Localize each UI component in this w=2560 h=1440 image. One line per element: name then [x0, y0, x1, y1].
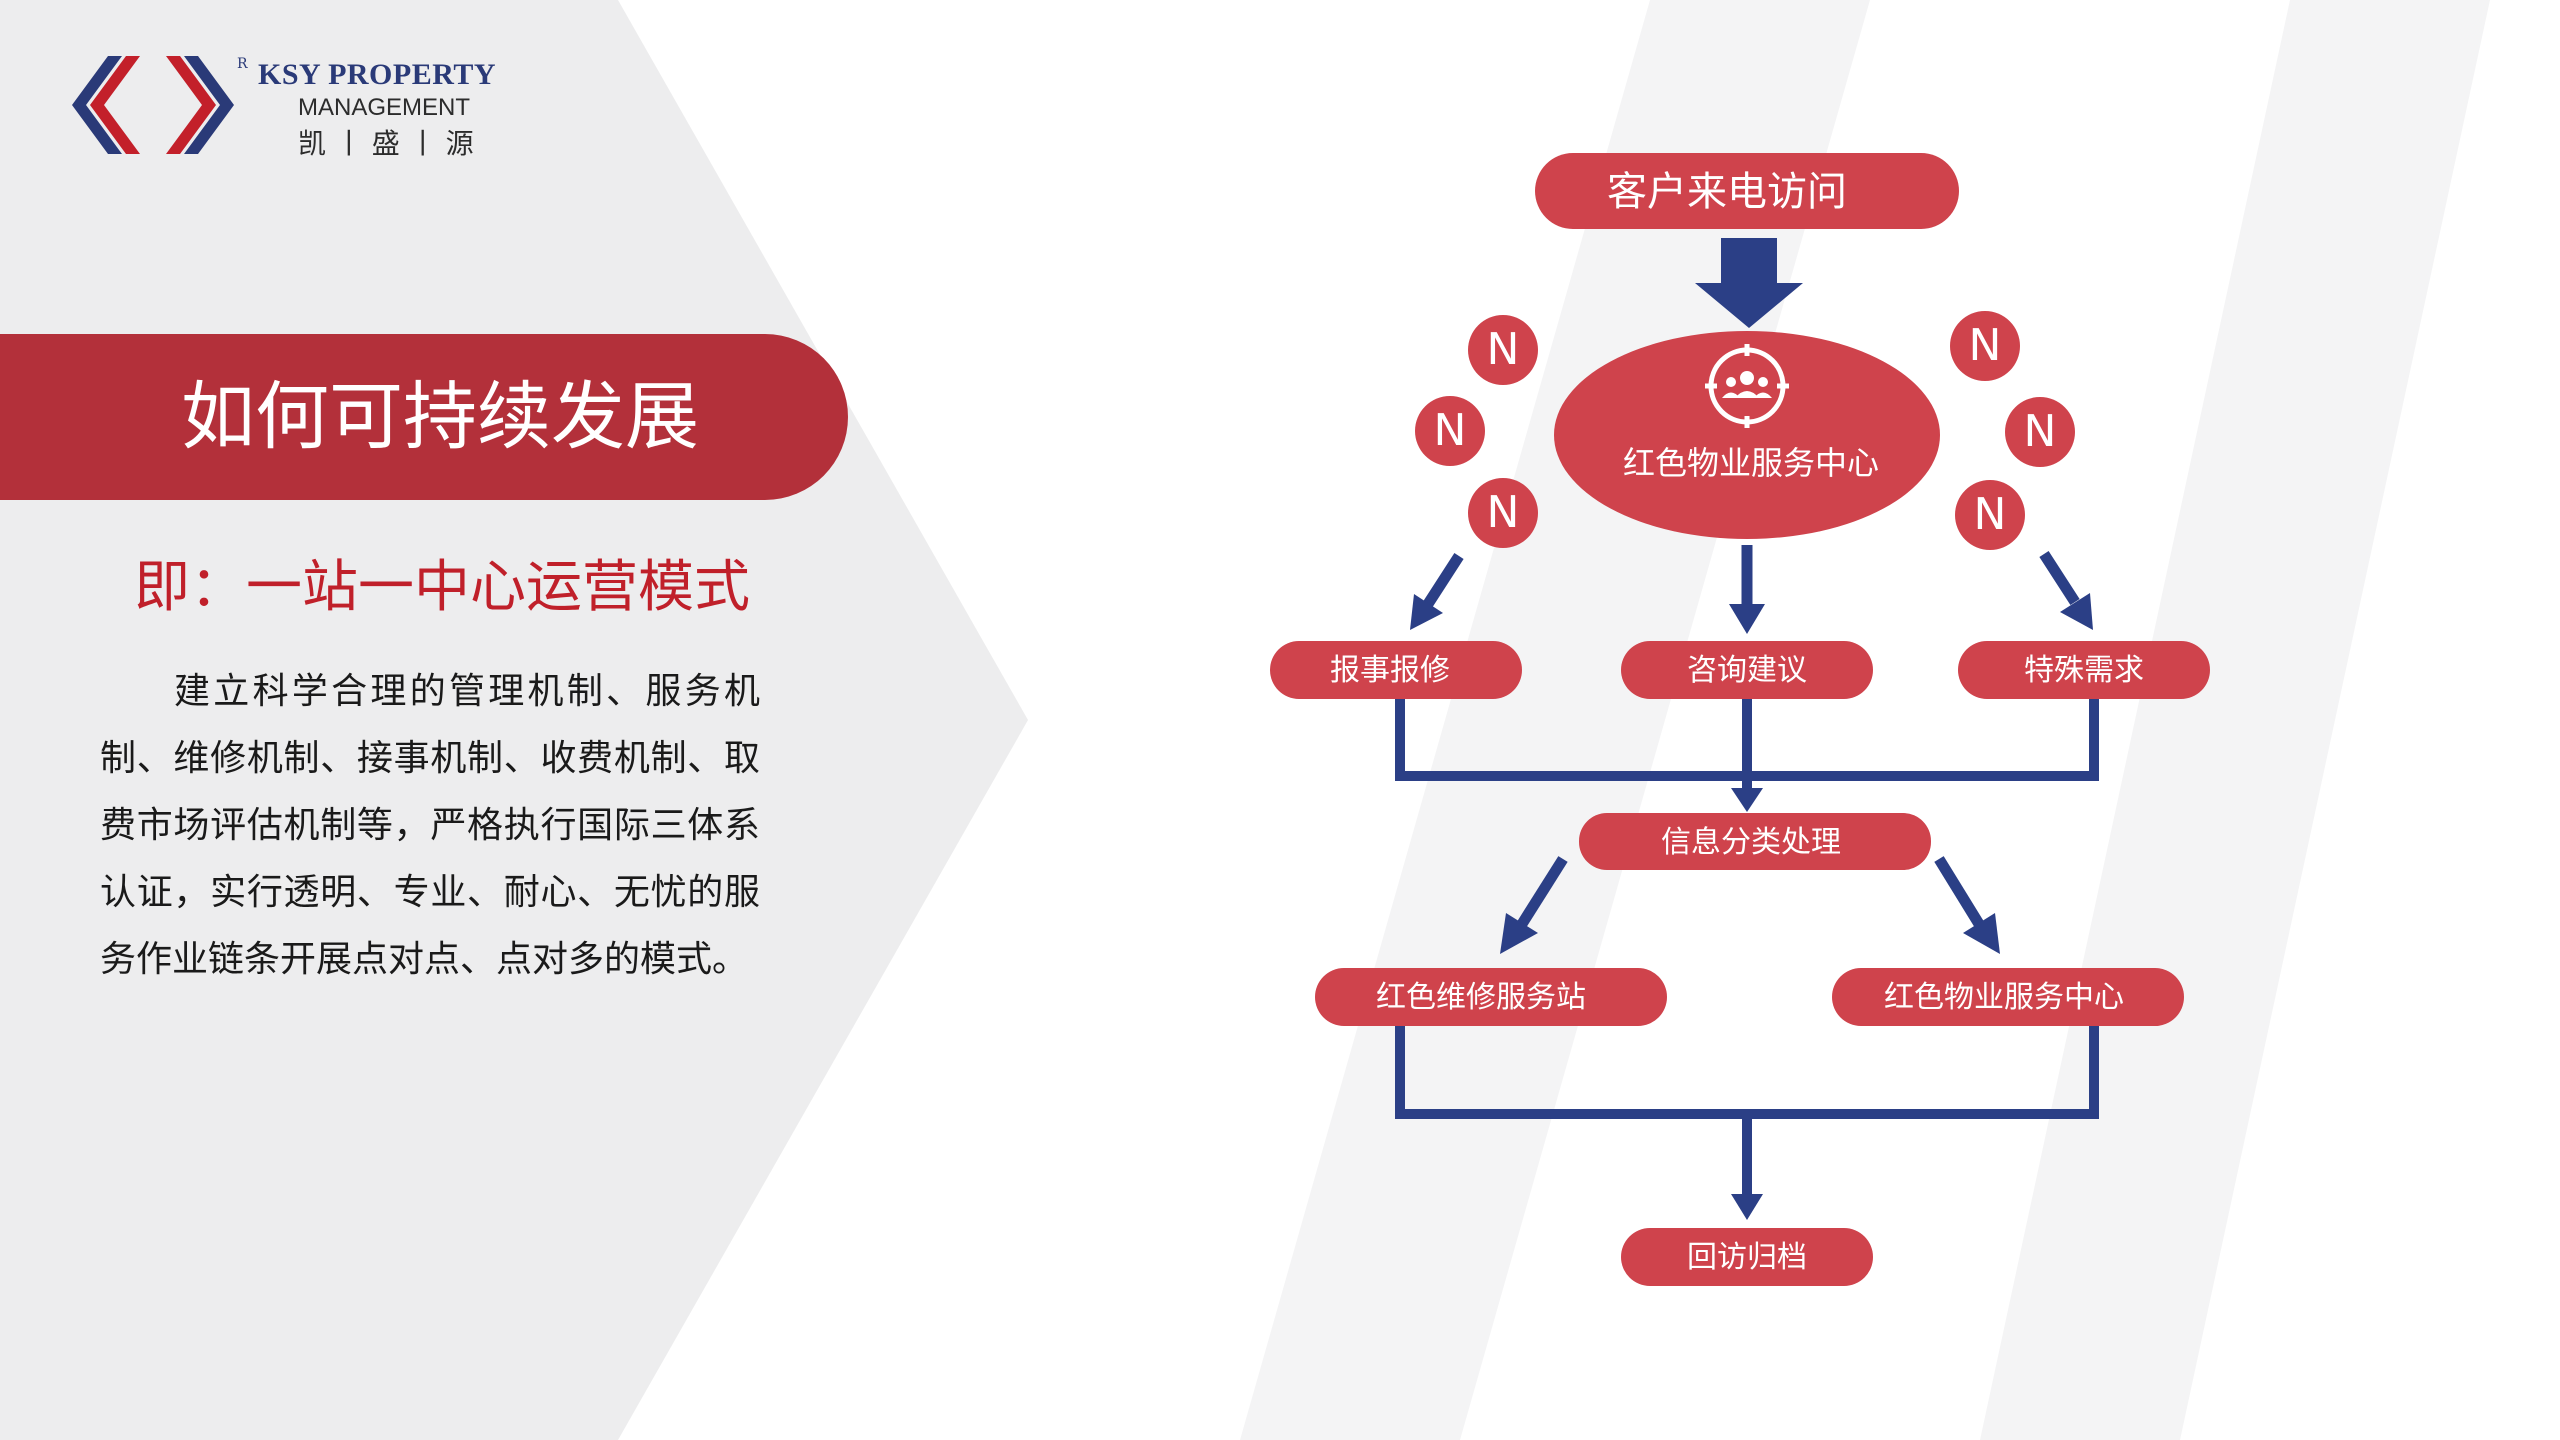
- output-node-label: 红色物业服务中心: [1884, 980, 2124, 1015]
- brand-subtitle: MANAGEMENT: [298, 94, 471, 121]
- end-node: 回访归档: [1621, 1228, 1873, 1286]
- brand-chinese-name: 凯 丨 盛 丨 源: [298, 127, 474, 160]
- n-badge: N: [1955, 480, 2025, 550]
- end-arrowhead: [1731, 1194, 1763, 1220]
- description-paragraph: 建立科学合理的管理机制、服务机制、维修机制、接事机制、收费机制、取费市场评估机制…: [100, 671, 760, 980]
- output-merge-connector: [1395, 1026, 2099, 1196]
- registered-mark: R: [237, 56, 248, 72]
- branch-node-label: 特殊需求: [2024, 653, 2144, 688]
- start-node: 客户来电访问: [1535, 153, 1959, 229]
- start-node-label: 客户来电访问: [1607, 169, 1847, 215]
- brand-name: KSY PROPERTY: [258, 58, 497, 91]
- n-badges: N N N N N N: [1415, 311, 2075, 550]
- center-node: 红色物业服务中心: [1554, 331, 1940, 539]
- branch-node-label: 报事报修: [1330, 653, 1450, 688]
- center-to-branch-arrows: [1410, 545, 2093, 634]
- output-node: 红色维修服务站: [1315, 968, 1667, 1026]
- process-to-output-arrows: [1500, 856, 2000, 954]
- branch-node: 报事报修: [1270, 641, 1522, 699]
- branch-node: 咨询建议: [1621, 641, 1873, 699]
- start-to-center-arrow: [1695, 238, 1803, 328]
- svg-text:N: N: [1487, 324, 1520, 375]
- branch-merge-connector: [1395, 699, 2099, 790]
- title-banner: 如何可持续发展: [0, 334, 848, 500]
- center-node-label: 红色物业服务中心: [1623, 444, 1879, 482]
- double-chevron-logo-icon: [72, 56, 234, 154]
- branch-node-label: 咨询建议: [1687, 653, 1807, 688]
- output-node: 红色物业服务中心: [1832, 968, 2184, 1026]
- n-badge: N: [1415, 396, 1485, 466]
- svg-text:N: N: [1434, 405, 1467, 456]
- n-badge: N: [1468, 478, 1538, 548]
- team-target-icon: [1705, 344, 1789, 428]
- svg-text:N: N: [1969, 320, 2002, 371]
- svg-text:N: N: [1974, 489, 2007, 540]
- page-subtitle: 即：一站一中心运营模式: [134, 555, 750, 620]
- merge-arrowhead: [1731, 788, 1763, 812]
- output-node-label: 红色维修服务站: [1376, 980, 1586, 1015]
- process-node: 信息分类处理: [1579, 813, 1931, 870]
- branch-node: 特殊需求: [1958, 641, 2210, 699]
- process-node-label: 信息分类处理: [1661, 825, 1841, 860]
- svg-text:N: N: [2024, 406, 2057, 457]
- end-node-label: 回访归档: [1687, 1240, 1807, 1275]
- n-badge: N: [1468, 315, 1538, 385]
- page-title: 如何可持续发展: [181, 374, 699, 460]
- n-badge: N: [2005, 397, 2075, 467]
- company-logo: R KSY PROPERTY MANAGEMENT 凯 丨 盛 丨 源: [62, 50, 532, 170]
- svg-text:N: N: [1487, 487, 1520, 538]
- n-badge: N: [1950, 311, 2020, 381]
